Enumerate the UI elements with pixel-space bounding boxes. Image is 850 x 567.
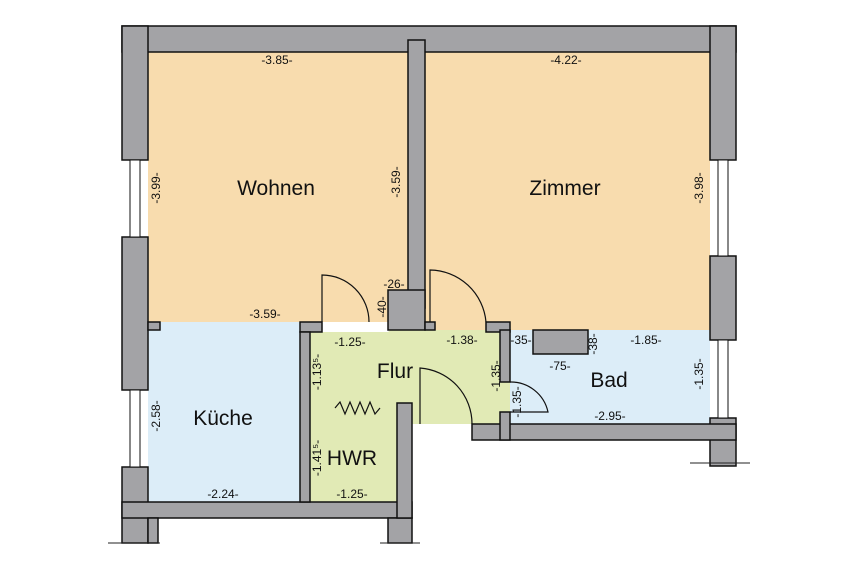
room-wohnen bbox=[148, 52, 408, 322]
dim-bad-top: -1.85- bbox=[630, 333, 661, 347]
dim-zimmer-right: -3.98- bbox=[692, 172, 706, 203]
door-bad bbox=[509, 381, 549, 413]
wall-cut-marks bbox=[108, 462, 750, 544]
dim-kueche-left: -2.58- bbox=[149, 400, 163, 431]
window-wohnen bbox=[129, 159, 141, 238]
dim-bad-75: -75- bbox=[549, 359, 570, 373]
room-hwr bbox=[310, 424, 397, 502]
dim-hwr-left: -1.41⁵- bbox=[310, 440, 324, 476]
dim-kueche-bottom: -2.24- bbox=[207, 487, 238, 501]
door-zimmer bbox=[429, 269, 487, 323]
dim-bad-right: -1.35- bbox=[692, 358, 706, 389]
dim-bad-bottom: -2.95- bbox=[594, 409, 625, 423]
dim-hwr-bottom: -1.25- bbox=[336, 487, 367, 501]
dim-wall-26: -26- bbox=[383, 277, 404, 291]
label-hwr: HWR bbox=[327, 447, 377, 470]
dim-zimmer-top: -4.22- bbox=[550, 53, 581, 67]
window-kueche bbox=[129, 389, 141, 468]
dim-flur-left-top: -1.25- bbox=[334, 335, 365, 349]
door-hwr bbox=[419, 367, 473, 425]
dim-wohnen-top: -3.85- bbox=[261, 53, 292, 67]
dim-flur-right-side: -1.35- bbox=[489, 360, 503, 391]
dim-bad-38: -38- bbox=[586, 333, 600, 354]
label-kueche: Küche bbox=[193, 407, 253, 430]
dim-wohnen-left: -3.99- bbox=[149, 172, 163, 203]
window-zimmer bbox=[717, 159, 729, 257]
label-zimmer: Zimmer bbox=[529, 177, 600, 200]
dim-wohnen-bottom: -3.59- bbox=[249, 307, 280, 321]
dim-flur-left-side: -1.13⁵- bbox=[310, 354, 324, 390]
dim-wohnen-right: -3.59- bbox=[389, 166, 403, 197]
dim-bad-35: -35- bbox=[510, 333, 531, 347]
door-wohnen bbox=[321, 274, 370, 323]
room-zimmer bbox=[425, 52, 710, 330]
room-flur bbox=[300, 322, 510, 424]
doors bbox=[321, 269, 549, 425]
dim-flur-right-top: -1.38- bbox=[446, 333, 477, 347]
label-bad: Bad bbox=[590, 369, 627, 392]
label-wohnen: Wohnen bbox=[237, 177, 315, 200]
dim-wall-40: -40- bbox=[375, 296, 389, 317]
dim-bad-left: -1.35- bbox=[510, 386, 524, 417]
heater-symbol bbox=[334, 400, 381, 416]
room-kueche bbox=[148, 322, 300, 502]
windows bbox=[129, 159, 729, 468]
label-flur: Flur bbox=[377, 360, 413, 383]
window-bad bbox=[717, 339, 729, 419]
walls bbox=[121, 25, 737, 544]
